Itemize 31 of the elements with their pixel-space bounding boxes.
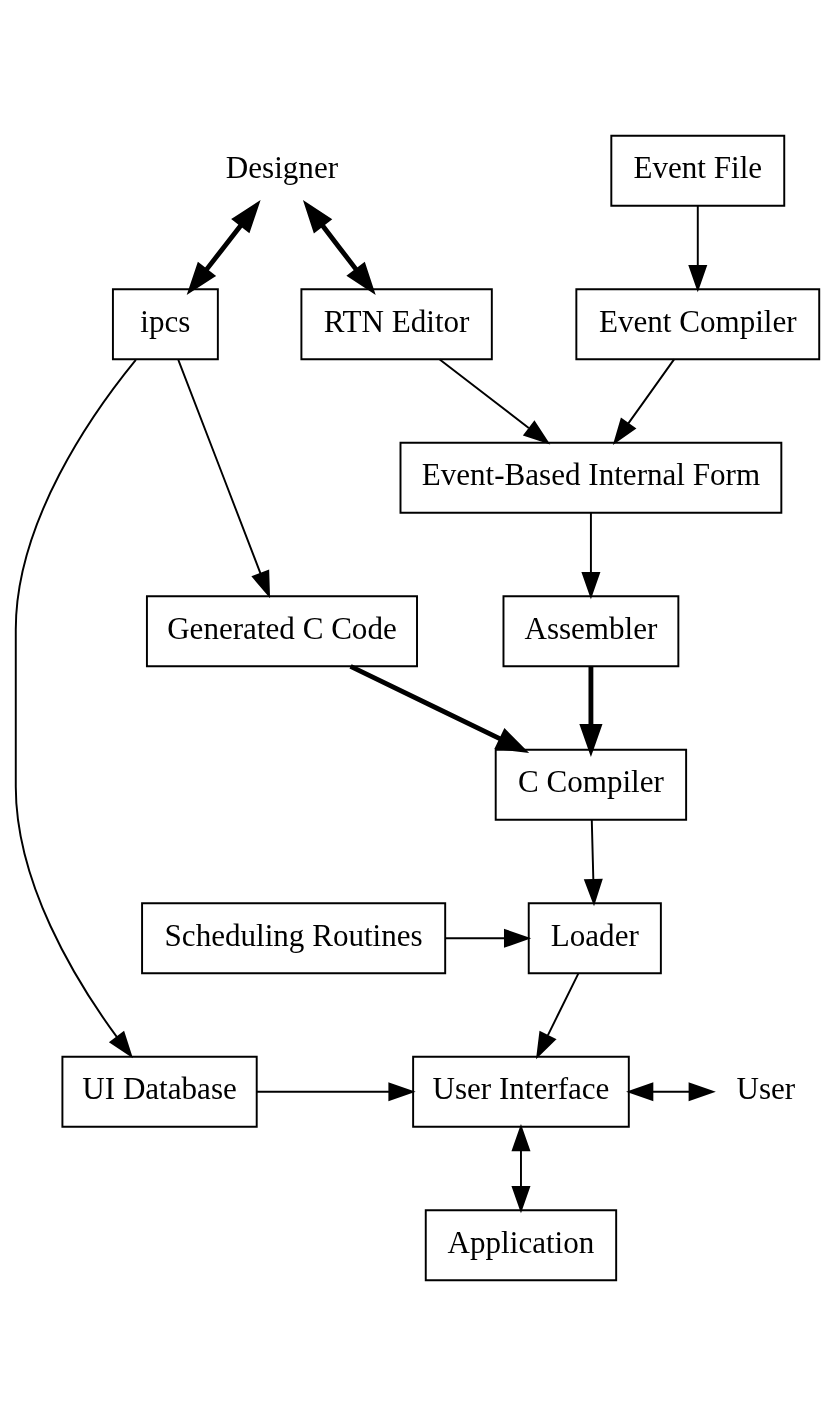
node-box: Application [424, 1209, 618, 1282]
arrow [349, 664, 530, 753]
node-box: User Interface [412, 1055, 630, 1128]
arrow [438, 358, 551, 445]
node-box: ipcs [111, 288, 219, 361]
node-box: Scheduling Routines [141, 902, 447, 975]
node-box: Assembler [502, 595, 680, 668]
arrow [302, 200, 376, 296]
arrow [688, 204, 708, 293]
node-box: Event Compiler [575, 288, 821, 361]
arrow [511, 1123, 531, 1214]
arrow [612, 358, 676, 446]
node-text: Designer [225, 150, 339, 186]
arrow [579, 666, 603, 758]
arrow [536, 972, 580, 1060]
node-text: User [736, 1071, 796, 1107]
arrow [14, 358, 137, 1059]
arrow [256, 1082, 416, 1102]
arrow [626, 1082, 716, 1102]
arrow [583, 818, 603, 907]
arrow [444, 928, 532, 948]
node-box: RTN Editor [300, 288, 493, 361]
node-box: Loader [527, 902, 662, 975]
arrow [581, 511, 601, 600]
node-box: Event File [610, 134, 786, 207]
node-box: UI Database [61, 1055, 258, 1128]
node-box: Event-Based Internal Form [399, 441, 783, 514]
node-box: Generated C Code [145, 595, 418, 668]
node-box: C Compiler [494, 748, 688, 821]
arrow [177, 358, 271, 599]
arrow [186, 200, 261, 295]
